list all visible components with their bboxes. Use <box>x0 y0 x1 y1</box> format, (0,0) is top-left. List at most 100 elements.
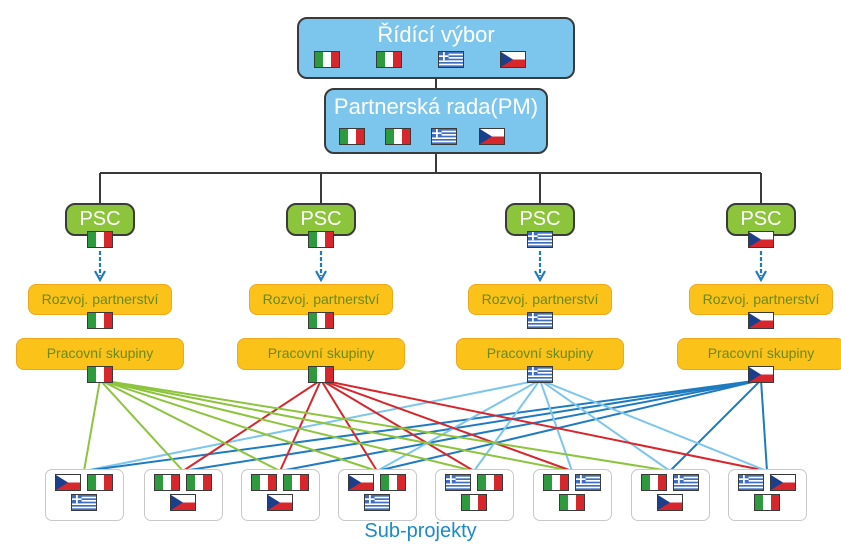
link-line <box>279 379 762 472</box>
working-groups-box: Pracovní skupiny <box>16 338 184 370</box>
it-flag-icon <box>87 474 113 491</box>
psc-box: PSC <box>726 203 796 236</box>
it-flag-icon <box>543 474 569 491</box>
working-groups-box: Pracovní skupiny <box>237 338 405 370</box>
it-flag-icon <box>380 474 406 491</box>
link-line <box>760 379 768 472</box>
it-flag-icon <box>87 231 113 248</box>
link-line <box>320 379 573 472</box>
gr-flag-icon <box>445 474 471 491</box>
psc-label: PSC <box>519 208 561 230</box>
cz-flag-icon <box>55 474 81 491</box>
psc-label: PSC <box>300 208 342 230</box>
gr-flag-icon <box>527 231 553 248</box>
psc-box: PSC <box>286 203 356 236</box>
link-line <box>99 379 184 472</box>
cz-flag-icon <box>478 127 505 145</box>
gr-flag-icon <box>527 312 553 329</box>
psc-label: PSC <box>740 208 782 230</box>
cz-flag-icon <box>348 474 374 491</box>
working-groups-label: Pracovní skupiny <box>46 345 154 361</box>
link-line <box>539 379 768 472</box>
link-line <box>320 379 378 472</box>
working-groups-box: Pracovní skupiny <box>677 338 841 370</box>
link-line <box>99 379 475 472</box>
it-flag-icon <box>384 127 411 145</box>
gr-flag-icon <box>575 474 601 491</box>
link-line <box>320 379 475 472</box>
gr-flag-icon <box>673 474 699 491</box>
psc-box: PSC <box>65 203 135 236</box>
it-flag-icon <box>87 312 113 329</box>
link-line <box>83 379 541 472</box>
partnership-development-box: Rozvoj. partnerství <box>28 284 172 315</box>
it-flag-icon <box>308 366 334 383</box>
partnership-development-label: Rozvoj. partnerství <box>702 291 820 307</box>
it-flag-icon <box>308 312 334 329</box>
gr-flag-icon <box>364 494 390 511</box>
link-line <box>376 379 762 472</box>
gr-flag-icon <box>437 50 464 68</box>
it-flag-icon <box>186 474 212 491</box>
arrowhead-icon <box>315 270 327 283</box>
it-flag-icon <box>754 494 780 511</box>
link-line <box>182 379 322 472</box>
it-flag-icon <box>251 474 277 491</box>
link-line <box>376 379 541 472</box>
cz-flag-icon <box>170 494 196 511</box>
it-flag-icon <box>559 494 585 511</box>
steering-committee-box: Řídící výbor <box>297 17 575 79</box>
arrowhead-icon <box>94 270 106 283</box>
cz-flag-icon <box>748 312 774 329</box>
cz-flag-icon <box>770 474 796 491</box>
partnership-development-box: Rozvoj. partnerství <box>689 284 833 315</box>
link-line <box>99 379 281 472</box>
link-line <box>99 379 378 472</box>
cz-flag-icon <box>267 494 293 511</box>
link-line <box>669 379 762 472</box>
link-line <box>320 379 768 472</box>
it-flag-icon <box>313 50 340 68</box>
gr-flag-icon <box>430 127 457 145</box>
cz-flag-icon <box>499 50 526 68</box>
it-flag-icon <box>87 366 113 383</box>
gr-flag-icon <box>738 474 764 491</box>
link-line <box>83 379 101 472</box>
working-groups-label: Pracovní skupiny <box>486 345 594 361</box>
it-flag-icon <box>308 231 334 248</box>
partnership-development-label: Rozvoj. partnerství <box>41 291 159 307</box>
arrowhead-icon <box>534 270 546 283</box>
partnership-development-label: Rozvoj. partnerství <box>481 291 599 307</box>
link-line <box>182 379 762 472</box>
it-flag-icon <box>338 127 365 145</box>
subprojects-caption: Sub-projekty <box>364 520 477 542</box>
link-line <box>99 379 573 472</box>
link-line <box>279 379 322 472</box>
link-line <box>539 379 573 472</box>
link-line <box>473 379 541 472</box>
partner-board-title: Partnerská rada(PM) <box>333 94 539 119</box>
psc-label: PSC <box>79 208 121 230</box>
working-groups-box: Pracovní skupiny <box>456 338 624 370</box>
cz-flag-icon <box>748 231 774 248</box>
working-groups-label: Pracovní skupiny <box>267 345 375 361</box>
it-flag-icon <box>375 50 402 68</box>
it-flag-icon <box>477 474 503 491</box>
link-line <box>99 379 671 472</box>
cz-flag-icon <box>748 366 774 383</box>
steering-committee-title: Řídící výbor <box>377 22 495 47</box>
gr-flag-icon <box>71 494 97 511</box>
working-groups-label: Pracovní skupiny <box>707 345 815 361</box>
cz-flag-icon <box>657 494 683 511</box>
gr-flag-icon <box>527 366 553 383</box>
it-flag-icon <box>461 494 487 511</box>
partnership-development-box: Rozvoj. partnerství <box>468 284 612 315</box>
partnership-development-label: Rozvoj. partnerství <box>262 291 380 307</box>
link-line <box>539 379 671 472</box>
partnership-development-box: Rozvoj. partnerství <box>249 284 393 315</box>
it-flag-icon <box>641 474 667 491</box>
link-line <box>83 379 762 472</box>
it-flag-icon <box>283 474 309 491</box>
